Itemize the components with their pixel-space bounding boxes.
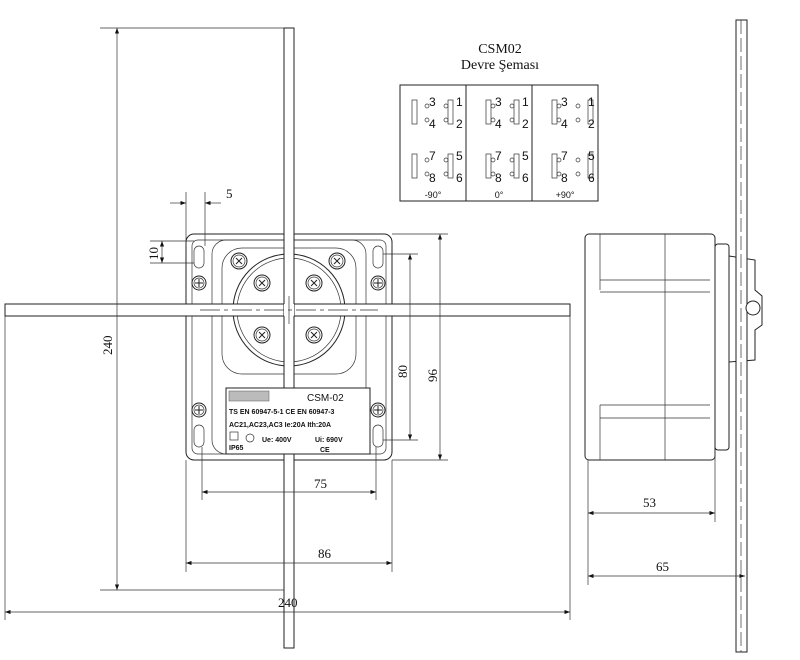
terminal-icon	[424, 103, 430, 109]
dim-side-depth: 53	[643, 495, 656, 510]
dim-body-height: 96	[425, 369, 440, 383]
contact-bar	[513, 153, 520, 179]
circuit-schema: CSM02 Devre Şeması 3 4 1 2 7 8 5 6 -90° 3 4 1 2 7 8 5 6 0…	[399, 42, 599, 202]
screw-icon	[370, 402, 386, 418]
terminal-number: 5	[588, 149, 595, 163]
screw-icon	[191, 275, 207, 291]
terminal-number: 8	[561, 171, 568, 185]
terminal-number: 5	[456, 149, 463, 163]
nameplate: CSM-02 TS EN 60947-5-1 CE EN 60947-3 AC2…	[225, 387, 371, 455]
side-view	[584, 19, 763, 653]
contact-bar	[587, 99, 594, 125]
terminal-number: 3	[561, 95, 568, 109]
terminal-number: 3	[495, 95, 502, 109]
nameplate-ue: Ue: 400V	[262, 437, 292, 444]
terminal-number: 3	[429, 95, 436, 109]
nameplate-standards: TS EN 60947-5-1 CE EN 60947-3	[229, 409, 335, 416]
nameplate-model: CSM-02	[307, 393, 344, 404]
terminal-number: 2	[522, 117, 529, 131]
contact-bar	[447, 153, 454, 179]
terminal-number: 6	[588, 171, 595, 185]
terminal-number: 2	[456, 117, 463, 131]
terminal-number: 7	[495, 149, 502, 163]
terminal-icon	[556, 171, 562, 177]
terminal-number: 4	[495, 117, 502, 131]
nameplate-ui: Ui: 690V	[315, 437, 343, 444]
nameplate-ce: CE	[320, 447, 330, 454]
nameplate-ratings: AC21,AC23,AC3 Ie:20A Ith:20A	[229, 422, 331, 429]
contact-bar	[551, 99, 558, 125]
terminal-icon	[490, 103, 496, 109]
terminal-icon	[490, 157, 496, 163]
schema-angle-label: +90°	[556, 190, 575, 200]
terminal-number: 8	[495, 171, 502, 185]
terminal-icon	[556, 157, 562, 163]
schema-title: CSM02	[478, 42, 522, 57]
dim-slot-height: 10	[146, 247, 161, 260]
terminal-number: 4	[561, 117, 568, 131]
screw-icon	[191, 402, 207, 418]
nameplate-ip: IP65	[229, 445, 244, 452]
handle-vertical	[283, 27, 295, 649]
terminal-number: 5	[522, 149, 529, 163]
contact-bar	[485, 99, 492, 125]
dim-hole-spacing-h: 75	[314, 476, 327, 491]
contact-bar	[587, 153, 594, 179]
terminal-number: 2	[588, 117, 595, 131]
terminal-number: 7	[561, 149, 568, 163]
terminal-icon	[556, 117, 562, 123]
terminal-icon	[424, 117, 430, 123]
dim-side-total: 65	[656, 559, 669, 574]
dim-handle-width: 240	[278, 595, 298, 610]
terminal-number: 1	[456, 95, 463, 109]
contact-bar	[513, 99, 520, 125]
terminal-icon	[424, 171, 430, 177]
terminal-icon	[443, 117, 449, 123]
terminal-icon	[509, 171, 515, 177]
terminal-icon	[509, 103, 515, 109]
terminal-icon	[575, 171, 581, 177]
terminal-icon	[575, 117, 581, 123]
dimensions: 240 240 75 86 80 96 5 10 53 65	[4, 27, 745, 620]
terminal-number: 6	[522, 171, 529, 185]
terminal-icon	[509, 157, 515, 163]
terminal-number: 4	[429, 117, 436, 131]
contact-bar	[551, 153, 558, 179]
terminal-number: 7	[429, 149, 436, 163]
terminal-number: 1	[522, 95, 529, 109]
schema-angle-label: -90°	[425, 190, 442, 200]
terminal-number: 6	[456, 171, 463, 185]
dim-hole-spacing-v: 80	[395, 365, 410, 378]
terminal-number: 8	[429, 171, 436, 185]
schema-angle-label: 0°	[495, 190, 504, 200]
terminal-icon	[575, 103, 581, 109]
front-view: CSM-02 TS EN 60947-5-1 CE EN 60947-3 AC2…	[4, 27, 571, 649]
terminal-number: 1	[588, 95, 595, 109]
schema-subtitle: Devre Şeması	[461, 58, 539, 73]
terminal-icon	[490, 171, 496, 177]
terminal-icon	[575, 157, 581, 163]
dim-body-width: 86	[318, 546, 332, 561]
contact-bar	[447, 99, 454, 125]
screw-icon	[370, 275, 386, 291]
contact-bar	[411, 99, 418, 125]
terminal-icon	[490, 117, 496, 123]
terminal-icon	[556, 103, 562, 109]
terminal-icon	[443, 103, 449, 109]
dim-slot-width: 5	[226, 186, 233, 201]
contact-bar	[485, 153, 492, 179]
terminal-icon	[443, 171, 449, 177]
terminal-icon	[443, 157, 449, 163]
dim-handle-height: 240	[100, 336, 115, 356]
terminal-icon	[424, 157, 430, 163]
contact-bar	[411, 153, 418, 179]
terminal-icon	[509, 117, 515, 123]
